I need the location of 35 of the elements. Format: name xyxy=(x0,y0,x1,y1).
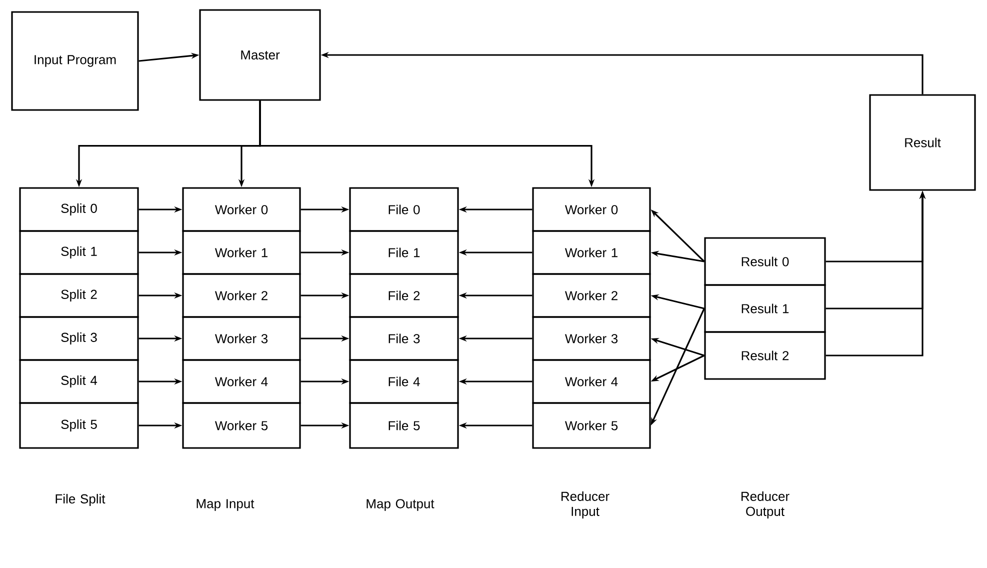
stacked-box: Worker 3 xyxy=(532,316,651,361)
stacked-box: Worker 2 xyxy=(182,273,301,318)
stacked-box: Split 3 xyxy=(19,316,139,361)
stacked-box: Worker 1 xyxy=(532,230,651,275)
column-label: Map Output xyxy=(366,499,434,511)
stacked-box: Split 0 xyxy=(19,187,139,232)
stacked-box: Worker 4 xyxy=(182,359,301,404)
stacked-box: File 5 xyxy=(349,402,459,449)
stacked-box: Result 0 xyxy=(704,237,826,286)
stacked-box: Worker 5 xyxy=(182,402,301,449)
column-label: Reducer Output xyxy=(742,491,790,519)
column-label: Map Input xyxy=(196,499,254,511)
stacked-box: Worker 3 xyxy=(182,316,301,361)
stacked-box: Worker 1 xyxy=(182,230,301,275)
stacked-box: Worker 0 xyxy=(182,187,301,232)
process-box: Input Program xyxy=(11,11,139,111)
stacked-box: Split 4 xyxy=(19,359,139,404)
process-box: Result xyxy=(869,94,976,191)
stacked-box: Result 2 xyxy=(704,331,826,380)
stacked-box: Result 1 xyxy=(704,284,826,333)
stacked-box: Worker 0 xyxy=(532,187,651,232)
stacked-box: Split 1 xyxy=(19,230,139,275)
stacked-box: Worker 5 xyxy=(532,402,651,449)
process-box: Master xyxy=(199,9,321,101)
stacked-box: File 4 xyxy=(349,359,459,404)
stacked-box: File 0 xyxy=(349,187,459,232)
stacked-box: Worker 2 xyxy=(532,273,651,318)
stacked-box: Split 5 xyxy=(19,402,139,449)
stacked-box: File 3 xyxy=(349,316,459,361)
stacked-box: File 2 xyxy=(349,273,459,318)
column-label: File Split xyxy=(56,494,106,506)
stacked-box: Split 2 xyxy=(19,273,139,318)
column-label: Reducer Input xyxy=(562,491,610,519)
stacked-box: Worker 4 xyxy=(532,359,651,404)
stacked-box: File 1 xyxy=(349,230,459,275)
